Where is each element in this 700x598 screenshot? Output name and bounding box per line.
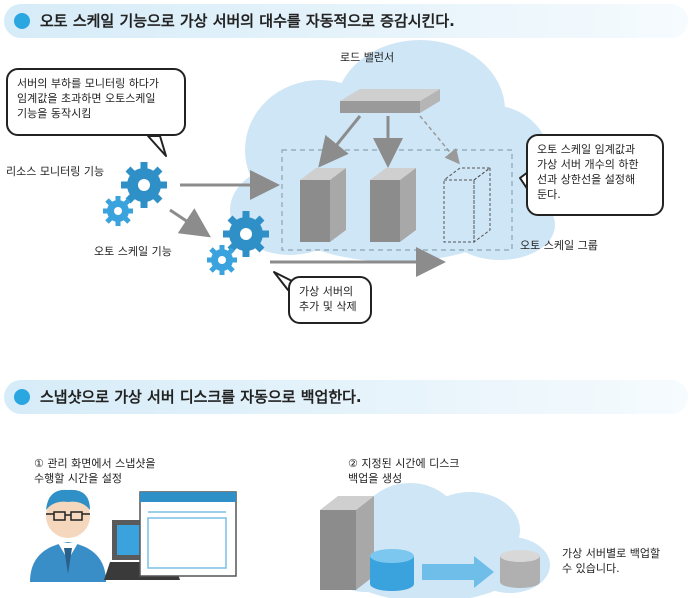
step2-label: ② 지정된 시간에 디스크 백업을 생성 <box>348 457 460 485</box>
load-balancer-label: 로드 밸런서 <box>340 51 395 64</box>
backup-note: 가상 서버별로 백업할 수 있습니다. <box>562 547 661 575</box>
person-icon <box>30 489 106 582</box>
bullet-dot-icon <box>14 13 30 29</box>
backup-disk-icon <box>500 550 540 588</box>
section1-heading: 오토 스케일 기능으로 가상 서버의 대수를 자동적으로 증감시킨다. <box>40 12 455 30</box>
section2-heading: 스냅샷으로 가상 서버 디스크를 자동으로 백업한다. <box>40 388 362 406</box>
load-balancer-icon <box>340 89 440 113</box>
server-icon-2 <box>370 168 416 242</box>
browser-window-icon <box>139 491 237 577</box>
autoscale-gear-small-icon <box>207 245 237 275</box>
auto-scale-group-border <box>281 149 513 251</box>
section2-banner: 스냅샷으로 가상 서버 디스크를 자동으로 백업한다. <box>4 380 688 414</box>
monitor-to-autoscale-arrow <box>169 208 211 238</box>
step1-label: ① 관리 화면에서 스냅샷을 수행할 시간을 설정 <box>34 457 156 485</box>
lb-arrow-1 <box>318 115 362 168</box>
autoscale-gear-large-icon <box>223 211 269 257</box>
auto-scale-label: 오토 스케일 기능 <box>94 245 172 258</box>
auto-scale-group-label: 오토 스케일 그룹 <box>520 239 598 252</box>
resource-monitoring-label: 리소스 모니터링 기능 <box>6 165 105 178</box>
section1-banner: 오토 스케일 기능으로 가상 서버의 대수를 자동적으로 증감시킨다. <box>4 4 688 38</box>
monitoring-callout: 서버의 부하를 모니터링 하다가 임계값을 초과하면 오토스케일 기능을 동작시… <box>6 68 186 136</box>
backup-source-server-icon <box>320 496 374 590</box>
server-icon-1 <box>300 168 346 242</box>
add-remove-callout: 가상 서버의 추가 및 삭제 <box>288 276 372 324</box>
threshold-callout: 오토 스케일 임계값과 가상 서버 개수의 하한 선과 상한선을 설정해 둔다. <box>526 134 664 216</box>
bullet-dot-icon <box>14 389 30 405</box>
monitoring-gear-small-icon <box>103 196 133 226</box>
callout-tail-monitoring <box>147 135 167 157</box>
lb-arrow-3 <box>419 115 460 165</box>
virtual-disk-icon <box>370 549 414 591</box>
backup-arrow-icon <box>422 556 494 588</box>
potential-server-icon <box>442 167 492 243</box>
monitoring-gear-large-icon <box>121 162 167 208</box>
